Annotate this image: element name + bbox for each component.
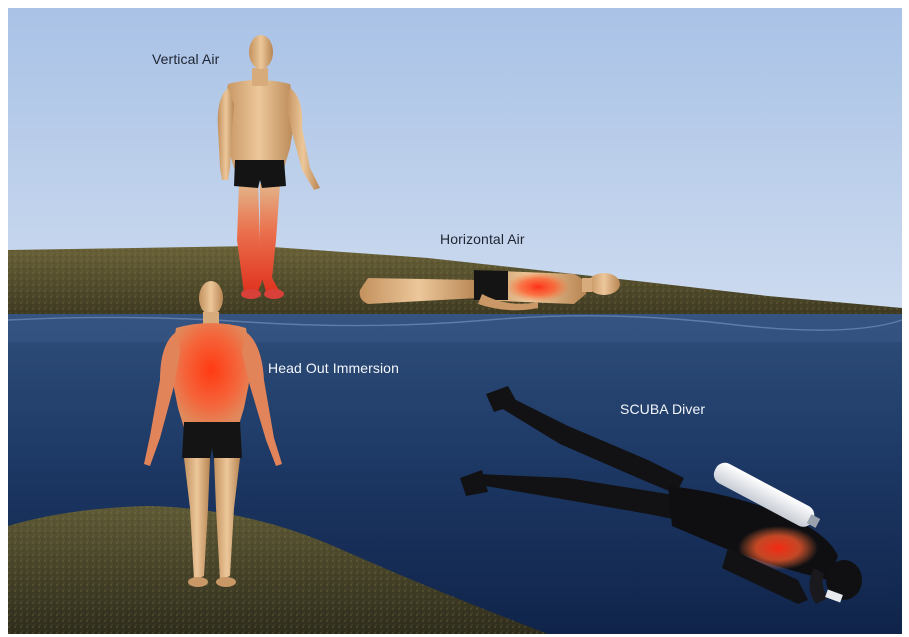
immersion-scene: Vertical Air Horizontal Air Head Out Imm… bbox=[8, 8, 902, 634]
scene-illustration bbox=[8, 8, 902, 634]
label-scuba-diver: SCUBA Diver bbox=[620, 401, 705, 417]
label-head-out-immersion: Head Out Immersion bbox=[268, 360, 399, 376]
label-vertical-air: Vertical Air bbox=[152, 51, 219, 67]
label-horizontal-air: Horizontal Air bbox=[440, 231, 525, 247]
